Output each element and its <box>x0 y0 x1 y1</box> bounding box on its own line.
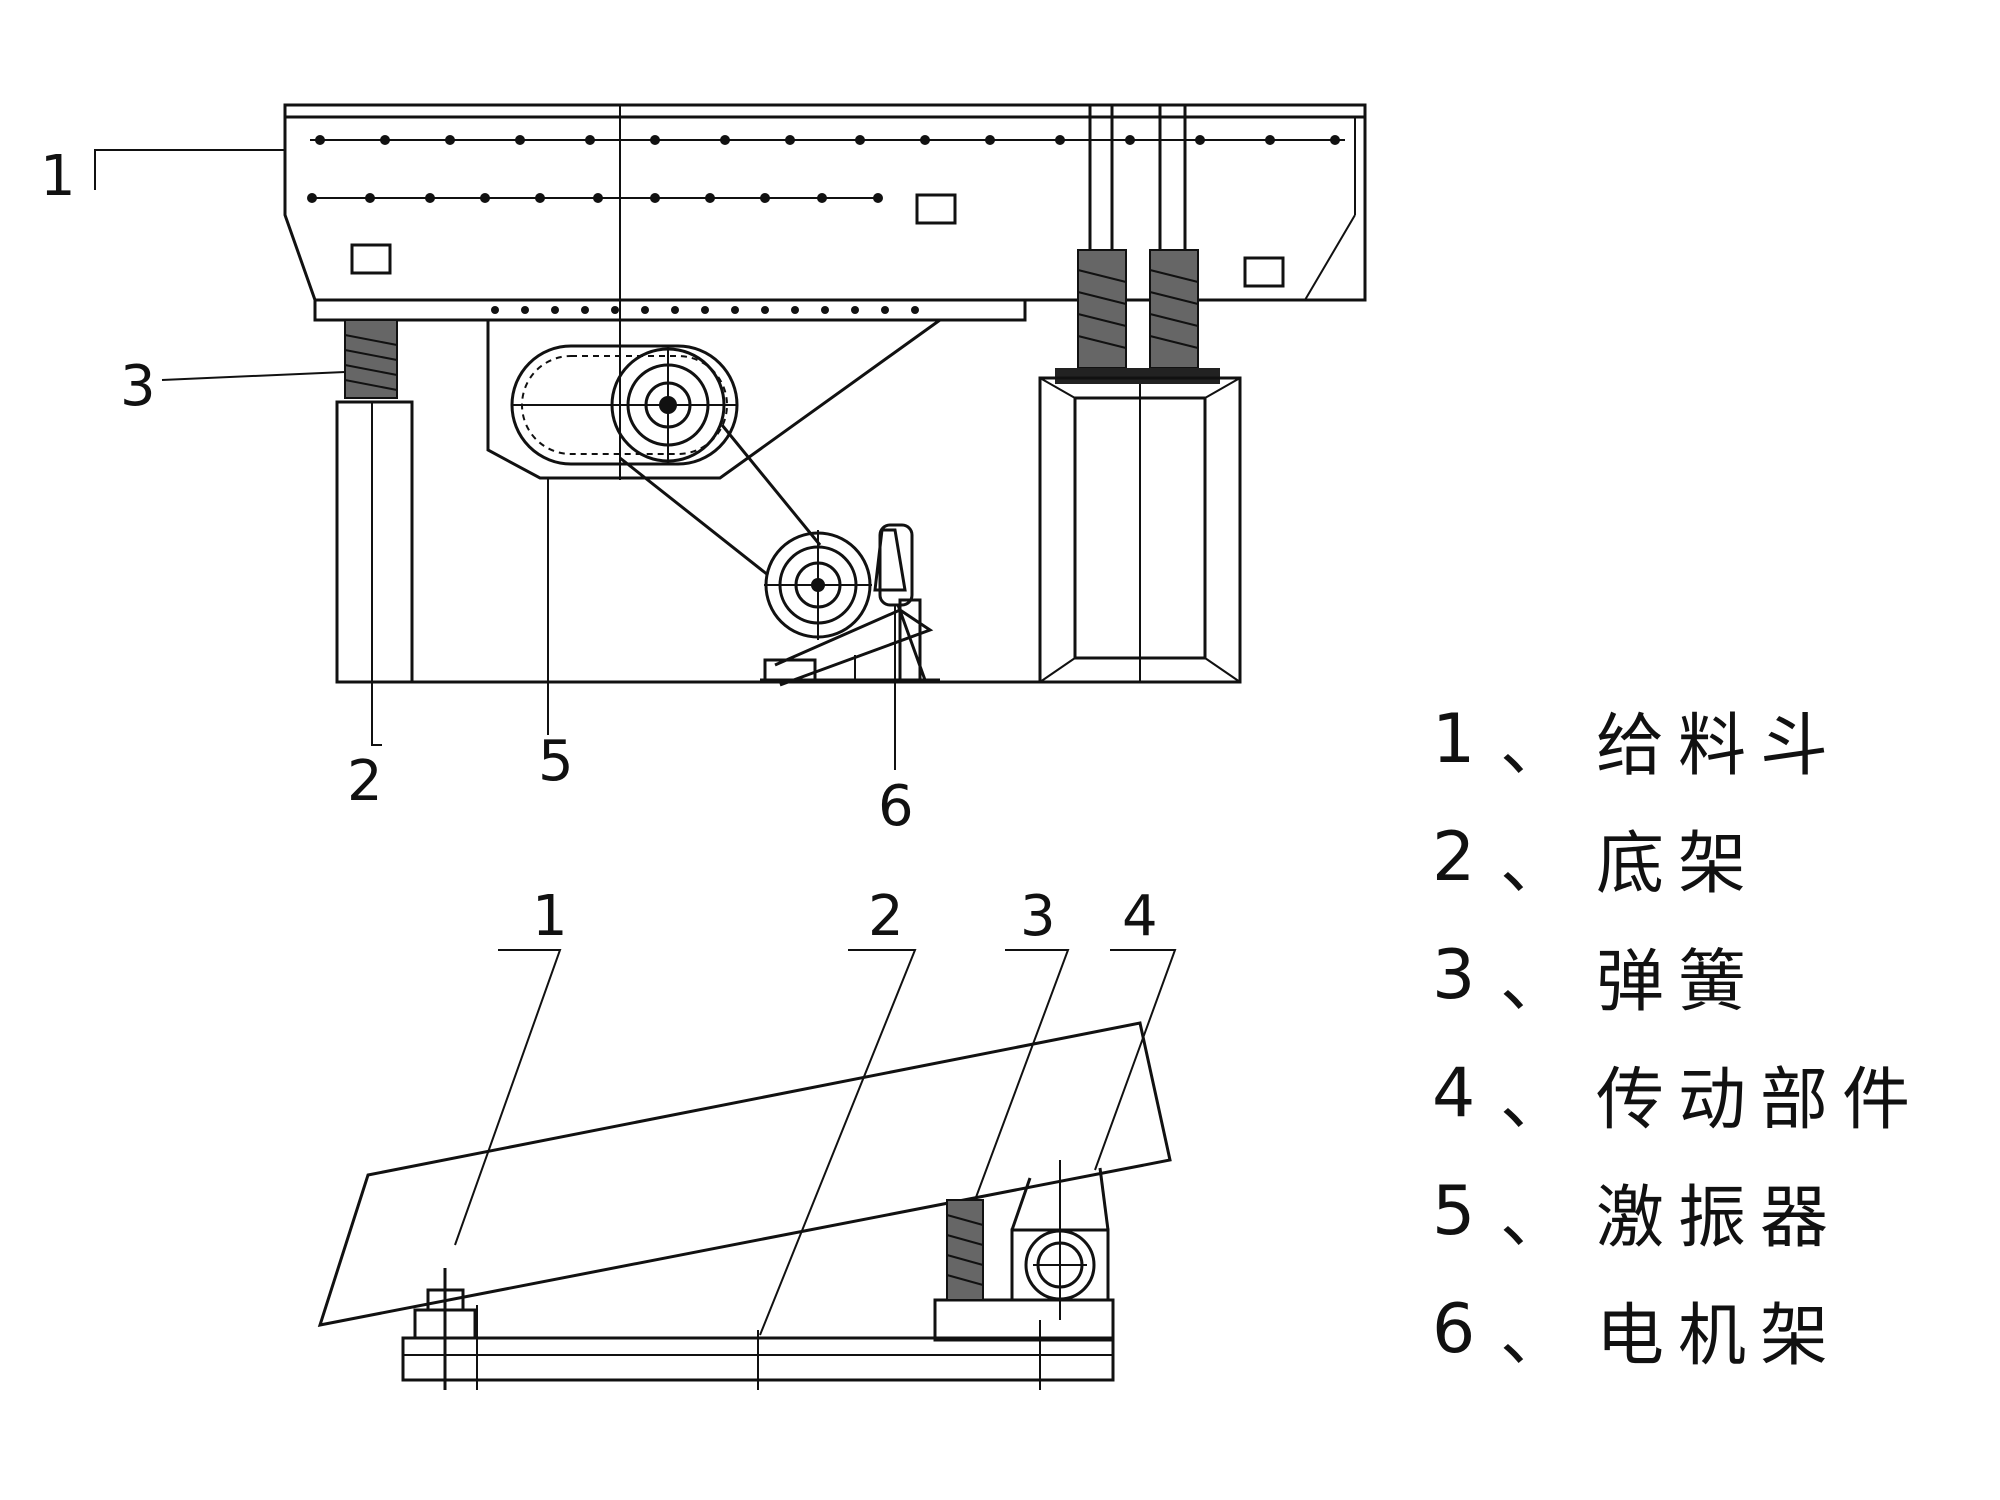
callout-6-top: 6 <box>878 774 914 839</box>
legend-number: 2 <box>1432 817 1476 897</box>
motor-frame <box>760 523 940 687</box>
legend-item-3: 3 、 弹簧 <box>1432 916 1952 1034</box>
legend-label: 电机架 <box>1596 1296 1843 1376</box>
callout-2-top: 2 <box>347 749 383 814</box>
legend-separator: 、 <box>1500 942 1569 1022</box>
legend-separator: 、 <box>1500 706 1569 786</box>
feed-hopper <box>283 103 1367 302</box>
callout-3-top: 3 <box>120 354 156 419</box>
legend-separator: 、 <box>1500 824 1569 904</box>
legend-number: 1 <box>1432 699 1476 779</box>
legend-number: 6 <box>1432 1289 1476 1369</box>
legend-label: 底架 <box>1596 824 1761 904</box>
side-view <box>94 103 1367 770</box>
parts-legend: 1 、 给料斗 2 、 底架 3 、 弹簧 4 、 传动部件 5 、 激振器 6… <box>1432 680 1952 1388</box>
legend-label: 传动部件 <box>1596 1060 1925 1140</box>
callout-1-bottom: 1 <box>532 884 568 949</box>
inclined-drive <box>1010 1160 1110 1320</box>
rivets-upper <box>315 135 1340 145</box>
legend-number: 4 <box>1432 1053 1476 1133</box>
callout-5-top: 5 <box>538 729 574 794</box>
callout-2-bottom: 2 <box>868 884 904 949</box>
callout-1-top: 1 <box>40 144 76 209</box>
inclined-spring <box>946 1199 984 1301</box>
legend-label: 给料斗 <box>1596 706 1843 786</box>
legend-label: 弹簧 <box>1596 942 1761 1022</box>
legend-item-6: 6 、 电机架 <box>1432 1270 1952 1388</box>
right-support <box>1038 105 1242 684</box>
legend-item-2: 2 、 底架 <box>1432 798 1952 916</box>
legend-separator: 、 <box>1500 1296 1569 1376</box>
callout-4-bottom: 4 <box>1122 884 1158 949</box>
exciter <box>486 318 941 480</box>
legend-item-1: 1 、 给料斗 <box>1432 680 1952 798</box>
legend-label: 激振器 <box>1596 1178 1843 1258</box>
legend-item-4: 4 、 传动部件 <box>1432 1034 1952 1152</box>
inclined-trough <box>317 1021 1172 1327</box>
left-support <box>335 319 414 684</box>
legend-number: 3 <box>1432 935 1476 1015</box>
legend-item-5: 5 、 激振器 <box>1432 1152 1952 1270</box>
legend-separator: 、 <box>1500 1060 1569 1140</box>
legend-separator: 、 <box>1500 1178 1569 1258</box>
callout-3-bottom: 3 <box>1020 884 1056 949</box>
legend-number: 5 <box>1432 1171 1476 1251</box>
inclined-view <box>317 949 1177 1390</box>
rivets-lower <box>307 193 883 203</box>
trough-rivets <box>491 306 919 314</box>
